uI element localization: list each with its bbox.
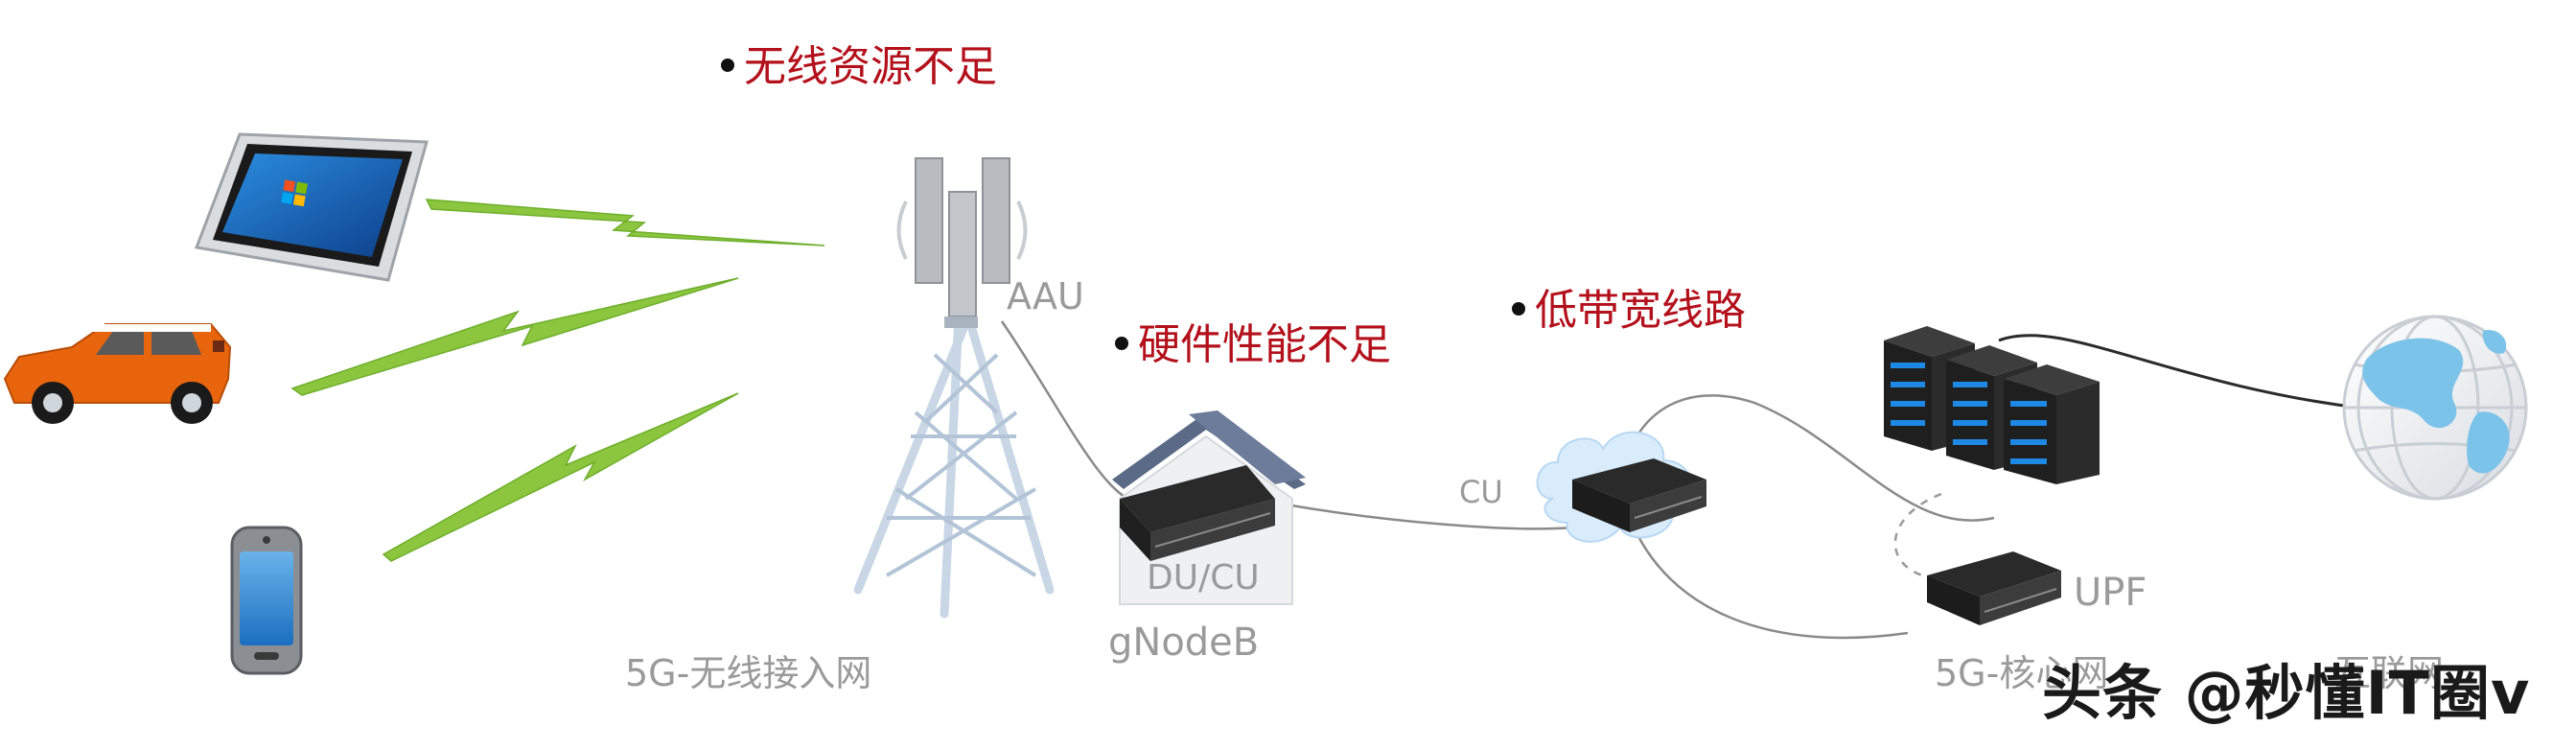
label-ran: 5G-无线接入网	[625, 652, 872, 694]
link-du-cu	[1279, 502, 1573, 530]
tablet-icon	[194, 132, 429, 282]
cloud-icon	[1536, 431, 1706, 543]
lightning-icon	[290, 199, 825, 562]
issue-wireless-text: 无线资源不足	[744, 42, 997, 91]
bullet-icon	[1512, 302, 1525, 316]
car-icon	[3, 323, 232, 424]
link-cu-upf	[1628, 517, 1909, 640]
bullet-icon	[721, 59, 734, 72]
issue-bandwidth: 低带宽线路	[1512, 290, 1746, 332]
server-rack-icon	[1884, 326, 2100, 484]
house-icon	[1112, 410, 1306, 605]
label-du-cu: DU/CU	[1147, 558, 1260, 598]
link-cu-core-upper	[1628, 394, 1995, 522]
issue-hardware: 硬件性能不足	[1115, 324, 1391, 366]
globe-icon	[2342, 315, 2528, 501]
label-internet: 互联网	[2334, 652, 2445, 694]
label-core: 5G-核心网	[1935, 652, 2109, 694]
watermark: 头条 @秒懂IT圈v	[2042, 658, 2531, 728]
antenna-tower-icon	[853, 157, 1055, 619]
label-upf: UPF	[2074, 571, 2147, 615]
phone-icon	[230, 526, 303, 675]
label-cu: CU	[1459, 474, 1503, 510]
issue-bandwidth-text: 低带宽线路	[1535, 286, 1746, 335]
server-icon	[1927, 551, 2061, 625]
issue-wireless: 无线资源不足	[721, 46, 997, 88]
label-aau: AAU	[1007, 275, 1084, 317]
issue-hardware-text: 硬件性能不足	[1138, 320, 1391, 369]
label-gnodeb: gNodeB	[1108, 621, 1260, 665]
link-core-upf-dashed	[1893, 492, 1947, 582]
link-core-internet	[1998, 334, 2359, 410]
bullet-icon	[1115, 337, 1128, 350]
